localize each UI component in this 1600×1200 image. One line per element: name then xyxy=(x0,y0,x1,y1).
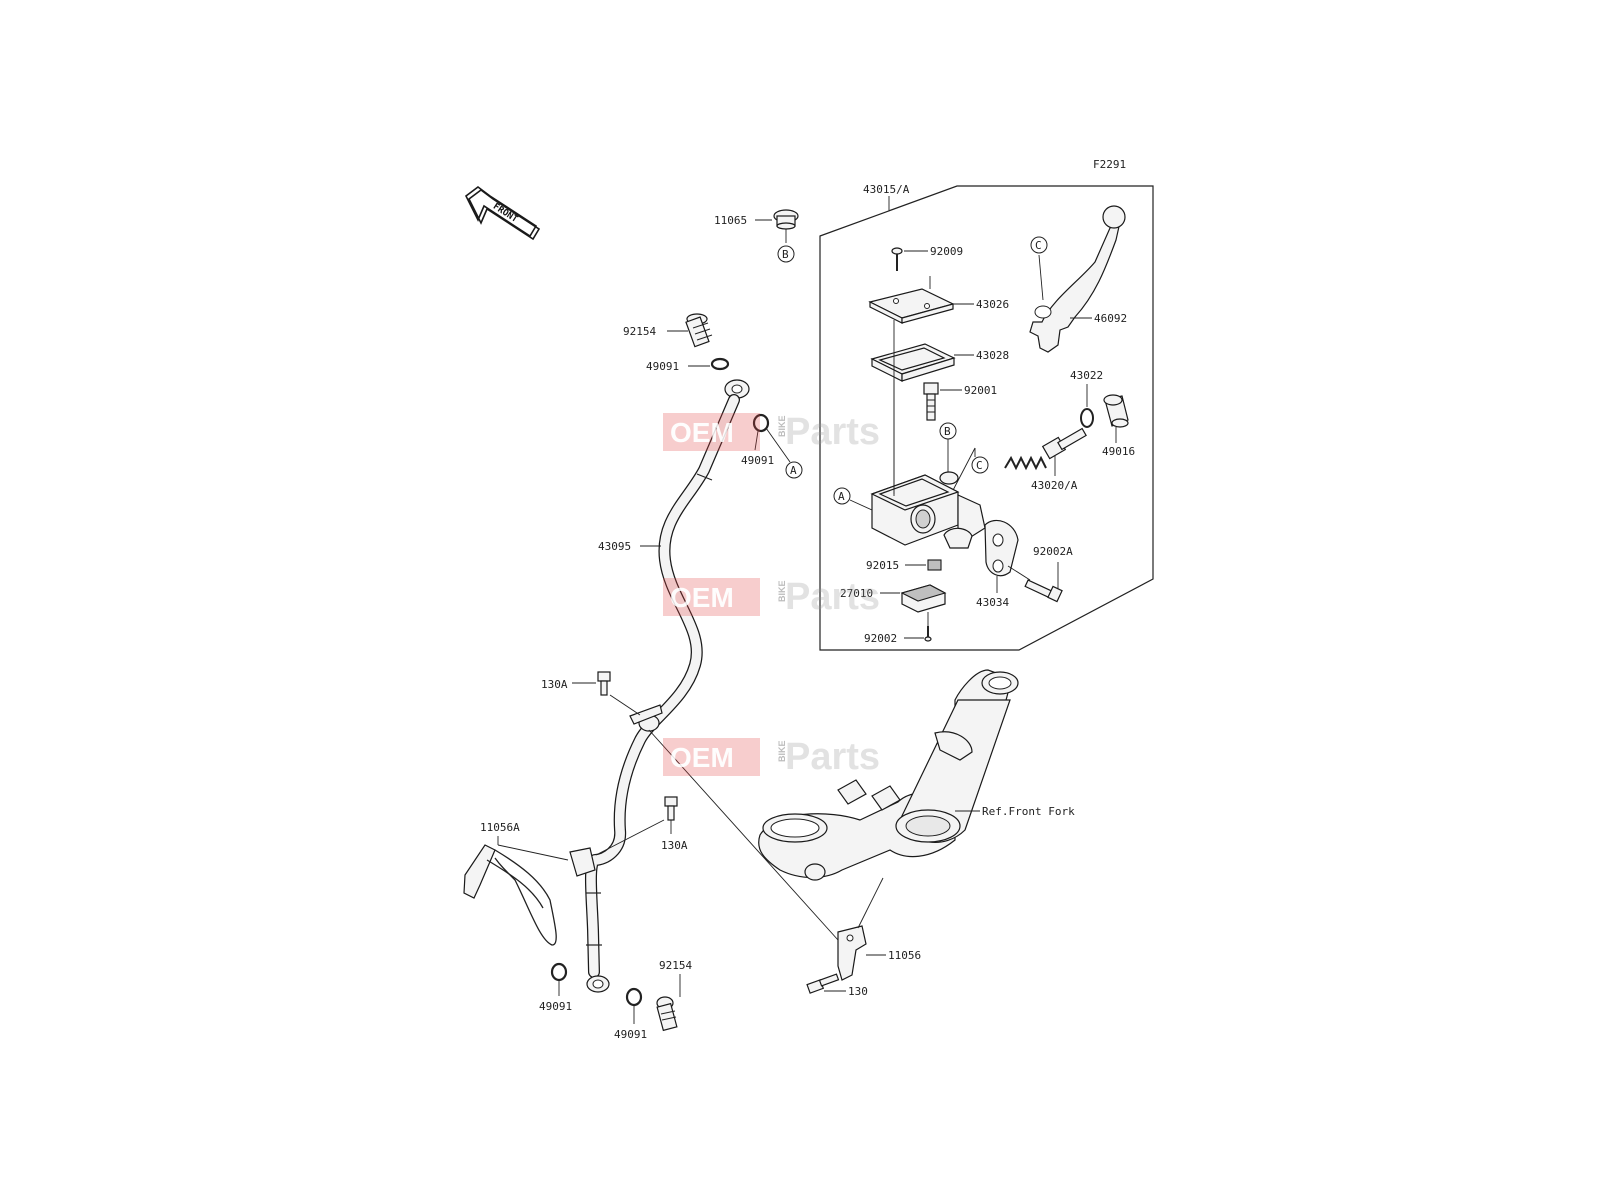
lever-46092 xyxy=(1029,205,1126,353)
part-label-130A-a: 130A xyxy=(541,678,568,691)
banjo-bolt-92154-bottom xyxy=(656,996,678,1032)
svg-text:BIKE: BIKE xyxy=(777,415,787,437)
part-label-92009: 92009 xyxy=(930,245,963,258)
ref-marker-b-top: B xyxy=(777,245,795,263)
reference-label-front-fork: Ref.Front Fork xyxy=(982,805,1075,818)
part-label-43034: 43034 xyxy=(976,596,1009,609)
part-label-92002: 92002 xyxy=(864,632,897,645)
banjo-fitting-top xyxy=(724,379,750,399)
piston-43020A xyxy=(1004,427,1087,471)
ref-marker-a-body: A xyxy=(833,487,851,505)
watermark-1: OEM BIKE Parts xyxy=(663,411,880,453)
watermark-3: OEM BIKE Parts xyxy=(663,736,880,778)
part-label-27010: 27010 xyxy=(840,587,873,600)
banjo-fitting-bottom xyxy=(586,975,610,993)
ref-marker-c-body: C xyxy=(971,456,989,474)
part-label-43020A: 43020/A xyxy=(1031,479,1078,492)
part-label-92002A: 92002A xyxy=(1033,545,1073,558)
part-label-46092: 46092 xyxy=(1094,312,1127,325)
svg-text:OEM: OEM xyxy=(670,742,734,773)
boot-49016 xyxy=(1103,394,1129,428)
part-label-11065: 11065 xyxy=(714,214,747,227)
washer-49091-mid xyxy=(752,413,770,433)
washer-49091-top xyxy=(710,357,730,371)
svg-text:C: C xyxy=(1035,239,1042,252)
watermark-2: OEM BIKE Parts xyxy=(663,576,880,618)
bolt-92001 xyxy=(923,382,939,421)
svg-text:Parts: Parts xyxy=(785,576,880,618)
part-label-43026: 43026 xyxy=(976,298,1009,311)
circlip-43022 xyxy=(1080,408,1094,428)
svg-text:BIKE: BIKE xyxy=(777,740,787,762)
part-label-43015A: 43015/A xyxy=(863,183,910,196)
bolt-130 xyxy=(806,973,840,994)
brake-hose-43095 xyxy=(584,394,740,978)
part-label-49091-c: 49091 xyxy=(539,1000,572,1013)
svg-text:BIKE: BIKE xyxy=(777,580,787,602)
svg-text:OEM: OEM xyxy=(670,417,734,448)
cover-43026 xyxy=(868,288,955,324)
part-label-92154-bottom: 92154 xyxy=(659,959,692,972)
bracket-11056 xyxy=(837,925,867,981)
svg-text:Parts: Parts xyxy=(785,736,880,778)
clamp-43034 xyxy=(984,519,1019,577)
part-label-49016: 49016 xyxy=(1102,445,1135,458)
bolt-92002A xyxy=(1024,579,1063,603)
bracket-11056A xyxy=(463,844,596,946)
part-label-43028: 43028 xyxy=(976,349,1009,362)
bolt-130A-lower xyxy=(664,796,678,821)
bolt-130A-upper xyxy=(597,671,611,696)
part-label-49091-d: 49091 xyxy=(614,1028,647,1041)
part-label-92001: 92001 xyxy=(964,384,997,397)
part-label-49091-a: 49091 xyxy=(646,360,679,373)
part-label-92015: 92015 xyxy=(866,559,899,572)
part-label-49091-b: 49091 xyxy=(741,454,774,467)
washer-49091-bottom-left xyxy=(550,962,568,982)
screw-92009 xyxy=(891,247,903,271)
svg-text:B: B xyxy=(782,248,789,261)
figure-code: F2291 xyxy=(1093,158,1126,171)
svg-text:Parts: Parts xyxy=(785,411,880,453)
diaphragm-43028 xyxy=(870,343,956,382)
ref-marker-c-lever: C xyxy=(1030,236,1048,254)
ref-marker-b-body: B xyxy=(939,422,957,440)
part-label-11056: 11056 xyxy=(888,949,921,962)
hose-clamp-mid xyxy=(629,704,663,732)
svg-text:OEM: OEM xyxy=(670,582,734,613)
cap-11065 xyxy=(773,209,799,230)
master-cylinder-body xyxy=(870,471,986,549)
part-label-43095: 43095 xyxy=(598,540,631,553)
banjo-bolt-92154-top xyxy=(685,313,713,348)
washer-49091-bottom-right xyxy=(625,987,643,1007)
part-label-43022: 43022 xyxy=(1070,369,1103,382)
svg-text:C: C xyxy=(976,459,983,472)
part-92015 xyxy=(927,559,942,571)
assembly-frame xyxy=(819,185,1154,651)
part-label-11056A: 11056A xyxy=(480,821,520,834)
svg-text:B: B xyxy=(944,425,951,438)
part-label-130: 130 xyxy=(848,985,868,998)
svg-text:A: A xyxy=(838,490,845,503)
switch-27010 xyxy=(900,584,947,613)
svg-text:A: A xyxy=(790,464,797,477)
part-label-130A-b: 130A xyxy=(661,839,688,852)
front-arrow-icon: FRONT xyxy=(464,186,541,241)
part-label-92154-top: 92154 xyxy=(623,325,656,338)
steering-stem-reference xyxy=(758,669,1019,881)
ref-marker-a-hose: A xyxy=(785,461,803,479)
screw-92002 xyxy=(924,626,932,642)
